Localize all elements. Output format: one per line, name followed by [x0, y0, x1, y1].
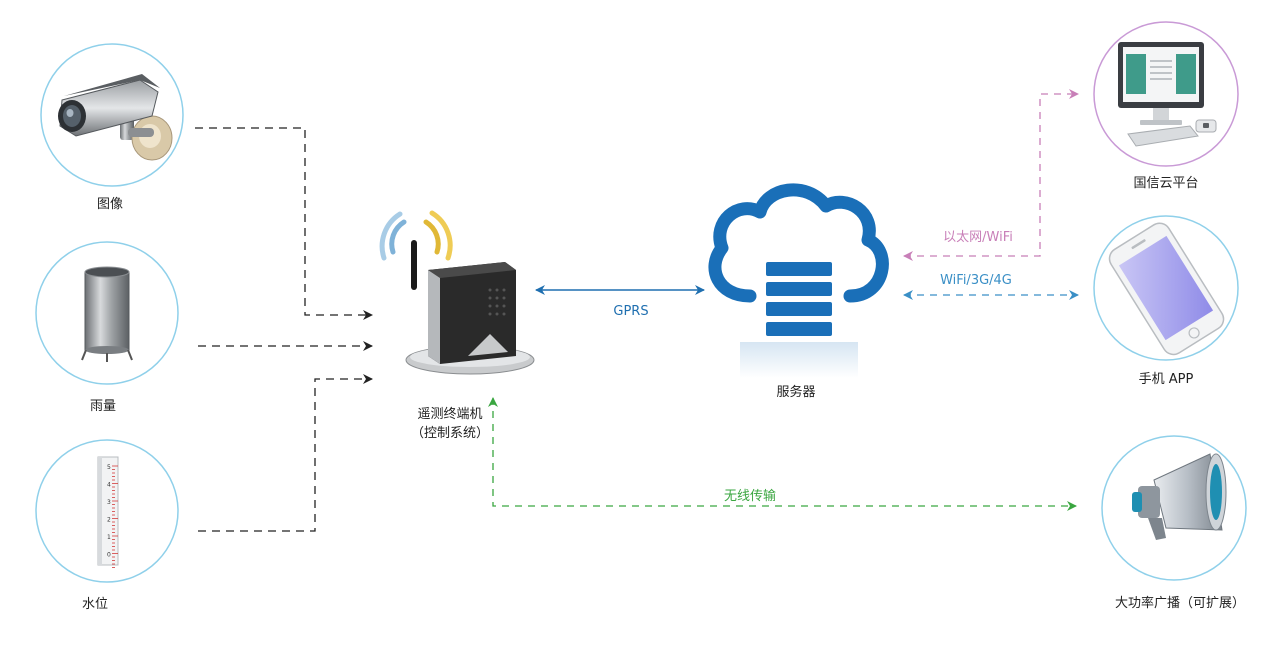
broadcast-label: 大功率广播（可扩展） [1114, 596, 1246, 611]
rain-label: 雨量 [89, 399, 117, 414]
gauge-tick-label: 1 [107, 534, 111, 541]
terminal-node[interactable] [379, 210, 535, 375]
mobile-network-link-label: WiFi/3G/4G [940, 273, 1012, 288]
broadcast-node[interactable] [1101, 435, 1247, 581]
camera-label: 图像 [96, 197, 124, 212]
gprs-link-label: GPRS [613, 304, 649, 319]
gauge-tick-label: 3 [107, 499, 111, 506]
app-label: 手机 APP [1138, 372, 1194, 387]
camera-icon [58, 74, 173, 161]
terminal-label-line2: （控制系统） [410, 426, 490, 441]
gauge-tick-label: 5 [107, 464, 111, 471]
gauge-tick-label: 2 [107, 517, 111, 524]
smartphone-icon [1108, 222, 1225, 356]
water-node[interactable]: 5 4 3 2 1 0 [35, 439, 179, 583]
rain-node[interactable] [35, 241, 179, 385]
water-label: 水位 [81, 597, 109, 612]
cloud-server-icon [708, 183, 889, 378]
desktop-computer-icon [1118, 42, 1217, 147]
camera-node[interactable] [40, 43, 184, 187]
rain-gauge-icon [81, 266, 133, 362]
gauge-tick-label: 4 [107, 482, 111, 489]
platform-label: 国信云平台 [1133, 176, 1199, 191]
router-icon [379, 210, 535, 375]
water-to-terminal-link [198, 374, 373, 532]
gauge-ticks: 5 4 3 2 1 0 [107, 464, 118, 568]
wireless-link-label: 无线传输 [723, 489, 777, 504]
ethernet-wifi-link-label: 以太网/WiFi [943, 230, 1013, 245]
camera-to-terminal-link [195, 127, 373, 320]
megaphone-icon [1132, 453, 1227, 540]
water-level-gauge-icon: 5 4 3 2 1 0 [97, 456, 119, 568]
server-node[interactable] [708, 183, 889, 378]
app-node[interactable] [1093, 215, 1239, 361]
wireless-link [488, 397, 1077, 511]
terminal-label-line1: 遥测终端机 [417, 407, 483, 422]
server-label: 服务器 [776, 385, 816, 400]
ethernet-wifi-link [903, 89, 1079, 261]
platform-node[interactable] [1093, 21, 1239, 167]
gauge-tick-label: 0 [107, 552, 111, 559]
